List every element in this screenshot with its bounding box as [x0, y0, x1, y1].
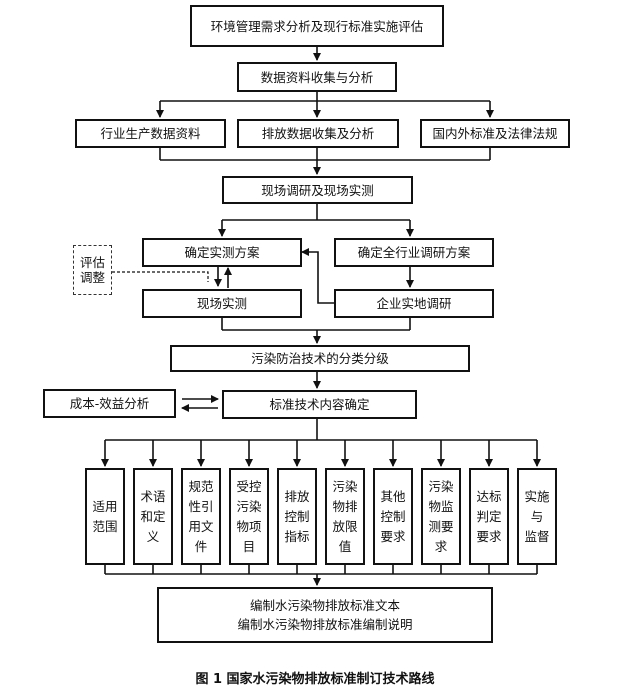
- node-technology-classification: 污染防治技术的分类分级: [170, 345, 470, 372]
- item-text-line: 范围: [92, 519, 118, 534]
- item-text-line: 性引: [188, 499, 214, 514]
- node-onsite-measurement: 现场实测: [142, 289, 302, 318]
- item-box-scope: 适用范围: [85, 468, 125, 565]
- node-cost-benefit: 成本-效益分析: [43, 389, 176, 418]
- item-box-emission-control-indicators: 排放控制指标: [277, 468, 317, 565]
- item-box-normative-references: 规范性引用文件: [181, 468, 221, 565]
- item-text-line: 判定: [476, 509, 502, 524]
- item-text-line: 与: [530, 509, 544, 524]
- node-final-output: 编制水污染物排放标准文本 编制水污染物排放标准编制说明: [157, 587, 493, 643]
- item-text-line: 要求: [380, 529, 406, 544]
- item-box-compliance-criteria: 达标判定要求: [469, 468, 509, 565]
- node-field-survey: 现场调研及现场实测: [222, 176, 413, 204]
- final-standard-text: 编制水污染物排放标准文本: [249, 597, 400, 613]
- node-requirement-analysis: 环境管理需求分析及现行标准实施评估: [190, 5, 444, 47]
- item-text-line: 物排: [332, 499, 358, 514]
- node-standards-regulations: 国内外标准及法律法规: [420, 119, 570, 148]
- figure-caption: 图 1 国家水污染物排放标准制订技术路线: [195, 672, 435, 687]
- item-text-line: 和定: [140, 509, 166, 524]
- item-box-monitoring-requirements: 污染物监测要求: [421, 468, 461, 565]
- item-text-line: 求: [434, 539, 448, 554]
- item-text-line: 控制: [284, 509, 310, 524]
- adjust-label: 调整: [79, 270, 105, 285]
- evaluate-label: 评估: [79, 255, 105, 270]
- item-text-line: 达标: [476, 489, 502, 504]
- item-text-line: 义: [146, 529, 160, 544]
- item-text-line: 物监: [428, 499, 454, 514]
- item-text-line: 物项: [236, 519, 262, 534]
- item-text-line: 规范: [188, 479, 214, 494]
- item-text-line: 测要: [428, 519, 454, 534]
- item-text-line: 指标: [284, 529, 310, 544]
- node-emission-data: 排放数据收集及分析: [237, 119, 399, 148]
- node-content-determination: 标准技术内容确定: [222, 390, 417, 419]
- item-text-line: 受控: [236, 479, 262, 494]
- item-box-terms-definitions: 术语和定义: [133, 468, 173, 565]
- node-industry-survey-plan: 确定全行业调研方案: [334, 238, 494, 267]
- item-text-line: 控制: [380, 509, 406, 524]
- item-text-line: 件: [194, 539, 208, 554]
- item-box-other-requirements: 其他控制要求: [373, 468, 413, 565]
- node-measurement-plan: 确定实测方案: [142, 238, 302, 267]
- item-text-line: 目: [242, 539, 256, 554]
- item-text-line: 污染: [236, 499, 262, 514]
- item-text-line: 实施: [524, 489, 550, 504]
- item-text-line: 适用: [92, 499, 118, 514]
- item-box-emission-limits: 污染物排放限值: [325, 468, 365, 565]
- item-box-controlled-pollutants: 受控污染物项目: [229, 468, 269, 565]
- item-text-line: 要求: [476, 529, 502, 544]
- item-text-line: 值: [338, 539, 352, 554]
- node-evaluate-adjust: 评估 调整: [73, 245, 112, 295]
- node-data-collection: 数据资料收集与分析: [237, 62, 397, 92]
- item-text-line: 污染: [332, 479, 358, 494]
- node-enterprise-survey: 企业实地调研: [334, 289, 494, 318]
- item-text-line: 污染: [428, 479, 454, 494]
- item-text-line: 排放: [284, 489, 310, 504]
- final-standard-explanation: 编制水污染物排放标准编制说明: [237, 617, 413, 632]
- item-text-line: 术语: [140, 489, 166, 504]
- item-box-implementation-supervision: 实施与监督: [517, 468, 557, 565]
- item-text-line: 监督: [524, 529, 550, 544]
- node-industry-production-data: 行业生产数据资料: [75, 119, 226, 148]
- item-text-line: 用文: [188, 519, 214, 534]
- item-text-line: 放限: [332, 519, 358, 534]
- item-text-line: 其他: [380, 489, 406, 504]
